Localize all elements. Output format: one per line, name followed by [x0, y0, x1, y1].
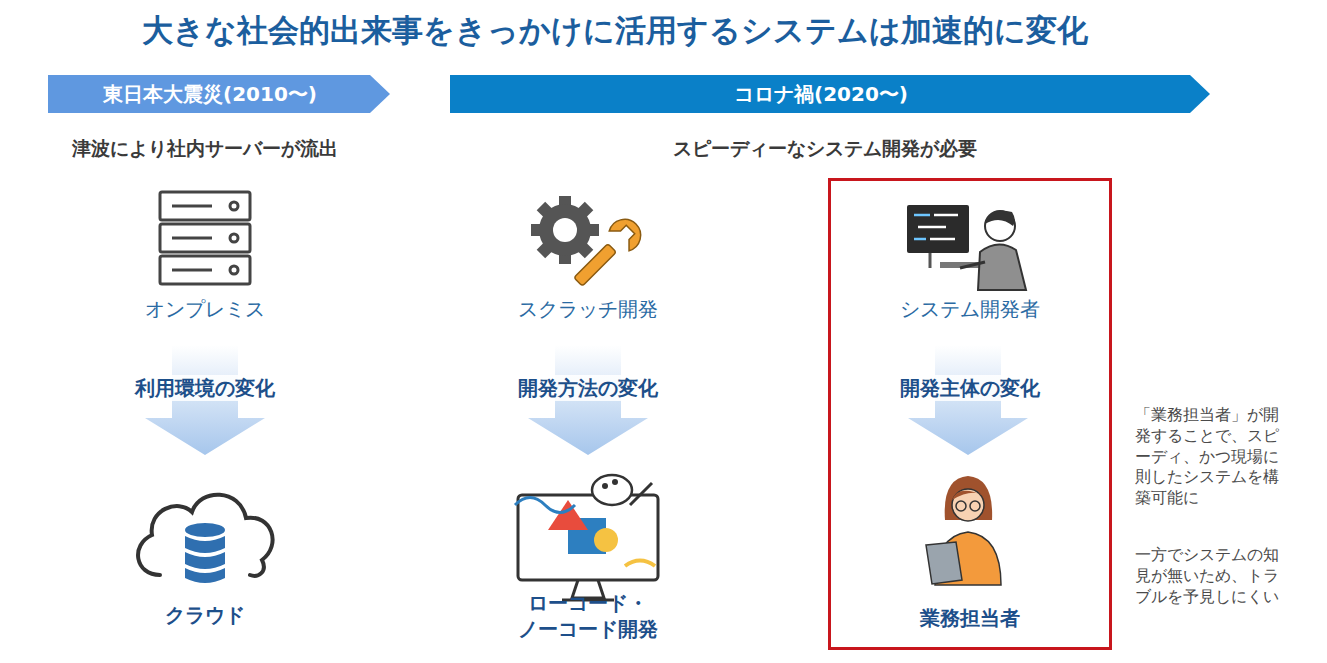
- side-note: 一方でシステムの知見が無いため、トラブルを予見しにくい: [1135, 545, 1285, 607]
- before-label: スクラッチ開発: [518, 296, 658, 322]
- frame-text: 業務担当者: [920, 605, 1020, 631]
- server-icon: [160, 192, 250, 284]
- frame-text: システム開発者: [900, 296, 1040, 322]
- lowcode-monitor-icon: [515, 475, 658, 600]
- event-caption: 津波により社内サーバーが流出: [72, 136, 338, 161]
- diagram-title: 大きな社会的出来事をきっかけに活用するシステムは加速的に変化: [142, 10, 1088, 50]
- event-caption: スピーディーなシステム開発が必要: [673, 136, 977, 161]
- after-label: ローコード・ ノーコード開発: [503, 590, 673, 642]
- era-banner: 東日本大震災(2010〜): [48, 75, 390, 113]
- side-note: 「業務担当者」が開発することで、スピーディ、かつ現場に則したシステムを構築可能に: [1135, 405, 1285, 509]
- change-label: 利用環境の変化: [131, 375, 279, 401]
- before-label: オンプレミス: [145, 296, 265, 322]
- after-label: クラウド: [165, 602, 245, 628]
- era-banner: コロナ禍(2020〜): [450, 75, 1210, 113]
- change-label: 開発方法の変化: [514, 375, 662, 401]
- banner-text: コロナ禍(2020〜): [734, 81, 926, 108]
- business-staff-icon: [926, 476, 1001, 585]
- developer-icon: [907, 205, 1026, 290]
- gear-wrench-icon: [531, 196, 647, 293]
- cloud-icon: [138, 495, 273, 583]
- highlight-frame: システム開発者開発主体の変化業務担当者: [828, 178, 1112, 650]
- frame-text: 開発主体の変化: [896, 375, 1044, 401]
- banner-text: 東日本大震災(2010〜): [103, 81, 335, 108]
